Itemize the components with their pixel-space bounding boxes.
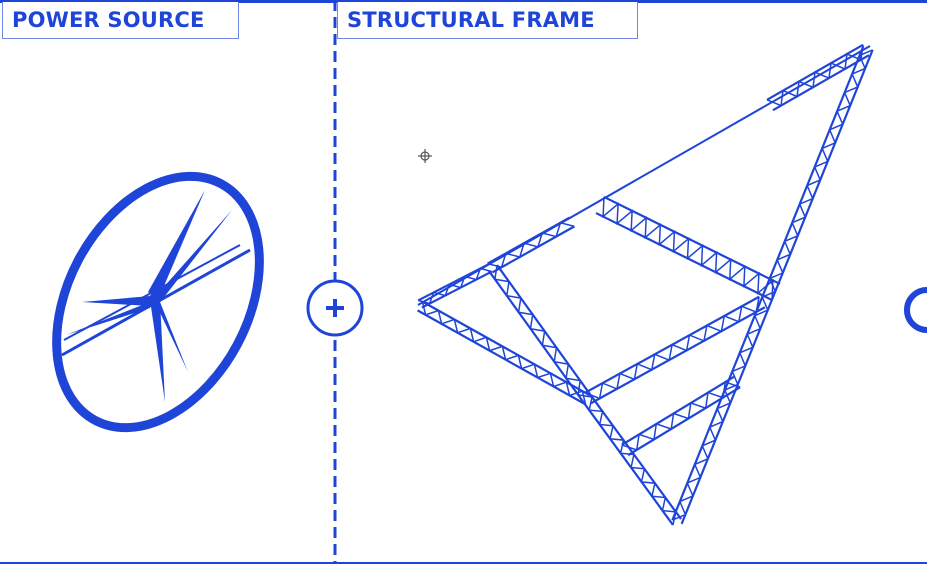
middle-truss <box>584 295 766 405</box>
power-source-label: POWER SOURCE <box>2 2 239 39</box>
inner-diagonal-truss <box>488 264 593 404</box>
crosshair-cursor-icon <box>418 149 432 163</box>
left-lower-truss <box>417 300 591 406</box>
cross-band-truss <box>595 195 781 302</box>
bottom-truss <box>583 396 682 526</box>
partial-circle-edge <box>904 287 927 333</box>
upper-left-truss <box>417 263 493 309</box>
lower-truss <box>621 375 741 457</box>
structural-frame-label: STRUCTURAL FRAME <box>337 2 638 39</box>
upper-right-truss <box>766 43 870 112</box>
truss-triangle-frame <box>417 43 874 526</box>
top-border <box>0 0 927 3</box>
upper-mid-truss <box>487 216 575 274</box>
top-chord <box>417 45 871 306</box>
plus-circle-icon[interactable] <box>306 279 364 337</box>
bottom-border <box>0 562 927 564</box>
wind-turbine-icon <box>52 171 264 433</box>
